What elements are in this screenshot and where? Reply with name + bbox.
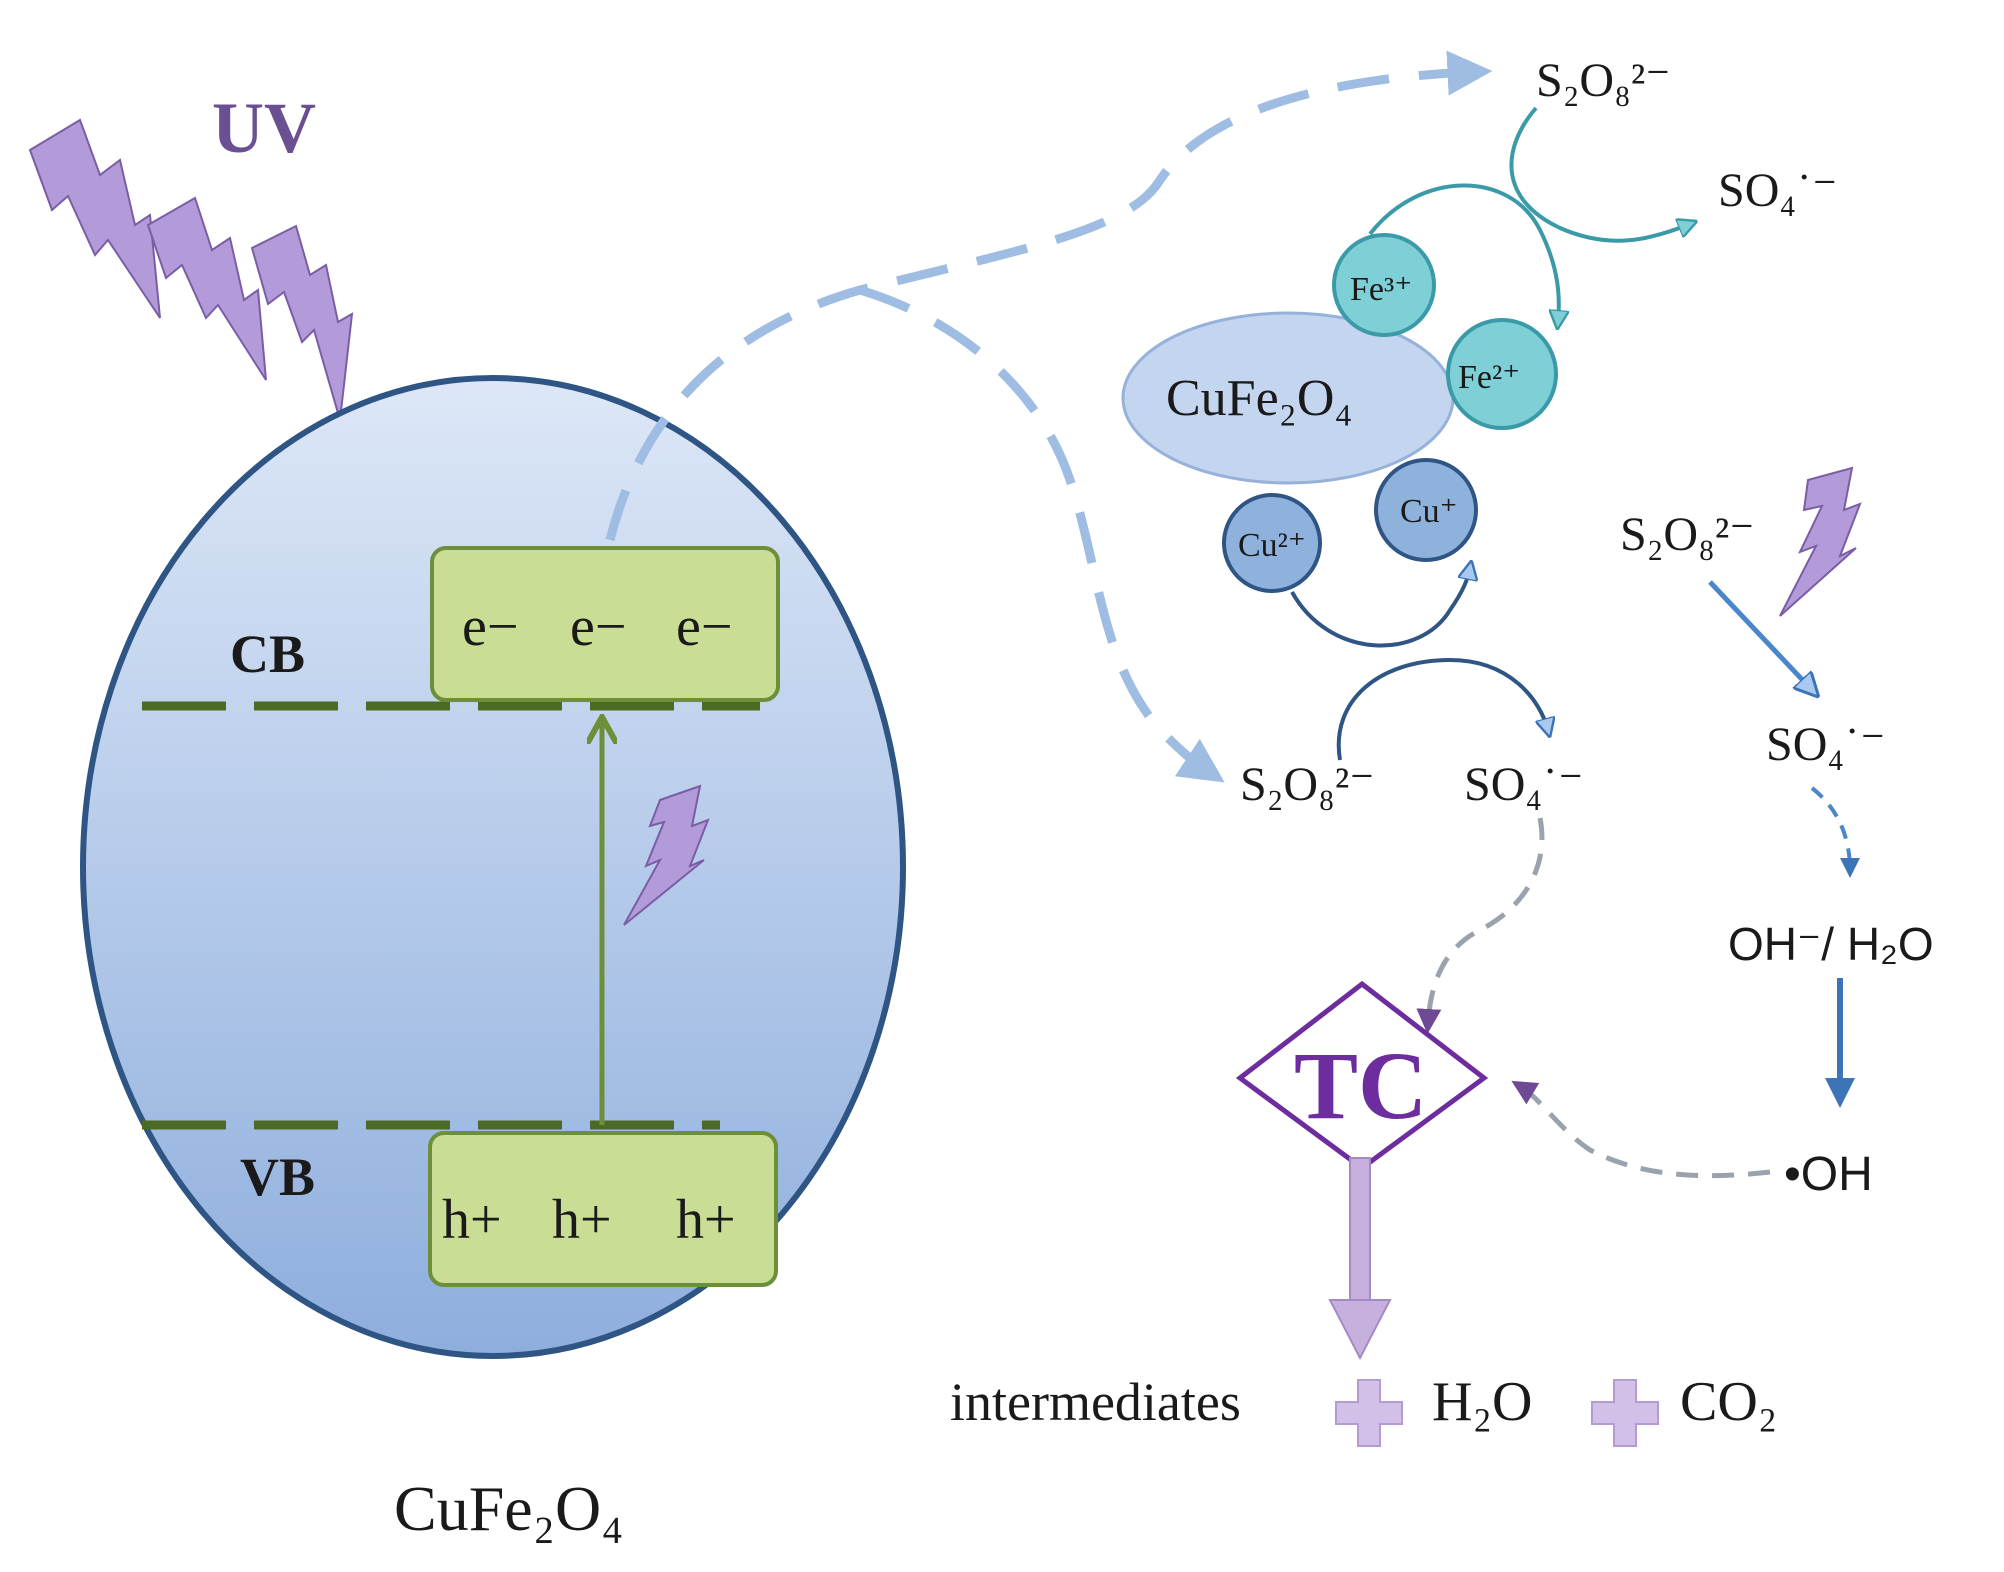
cu2-label: Cu²⁺ xyxy=(1238,527,1306,564)
oh-h2o-label: OH⁻/ H₂O xyxy=(1728,918,1934,970)
uv-lightning-group: UV xyxy=(28,88,354,421)
degradation-arrow-head xyxy=(1328,1299,1392,1361)
hole-label: h+ xyxy=(442,1189,502,1251)
degradation-arrow-shaft xyxy=(1349,1157,1371,1319)
electron-label: e− xyxy=(570,596,626,658)
electron-label: e− xyxy=(676,596,732,658)
sulfate-to-oh-arrow xyxy=(1810,786,1860,878)
co2-label: CO₂ xyxy=(1680,1371,1777,1433)
cu-cycle-arrow xyxy=(1290,568,1470,648)
cb-label: CB xyxy=(230,624,305,684)
uv-activation-arrow xyxy=(1708,580,1812,690)
electron-transfer-arrow-bottom xyxy=(858,285,1225,783)
cb-electron-box xyxy=(430,546,780,702)
lightning-icon xyxy=(28,118,161,319)
sulfate-radical-label-right: SO₄˙⁻ xyxy=(1766,718,1885,771)
persulfate-label-bottom: S₂O₈²⁻ xyxy=(1240,758,1375,811)
sulfate-radical-label-bottom: SO₄˙⁻ xyxy=(1464,758,1583,811)
fe3-label: Fe³⁺ xyxy=(1350,271,1412,308)
persulfate-to-sulfate-arrow-top xyxy=(1509,106,1690,243)
cu2-ion xyxy=(1222,493,1322,593)
cu1-label: Cu⁺ xyxy=(1400,493,1458,530)
lightning-icon xyxy=(250,224,354,421)
sulfate-radical-label-top: SO₄˙⁻ xyxy=(1718,164,1837,217)
tc-label: TC xyxy=(1294,1032,1427,1139)
intermediates-label: intermediates xyxy=(950,1372,1241,1432)
hole-label: h+ xyxy=(552,1189,612,1251)
vb-label: VB xyxy=(240,1147,315,1207)
uv-label: UV xyxy=(212,88,316,168)
sulfate-to-tc-arrow xyxy=(1416,817,1545,1034)
fe2-ion xyxy=(1446,318,1558,430)
particle-small-label: CuFe₂O₄ xyxy=(1166,370,1353,427)
lightning-icon xyxy=(146,196,267,381)
plus-icon xyxy=(1335,1379,1403,1447)
fe3-ion xyxy=(1332,233,1436,337)
plus-icon xyxy=(1591,1379,1659,1447)
fe-cycle-arrow xyxy=(1368,183,1559,322)
persulfate-label-top: S₂O₈²⁻ xyxy=(1536,54,1671,107)
h2o-label: H₂O xyxy=(1432,1371,1532,1433)
persulfate-to-sulfate-arrow-bottom xyxy=(1336,657,1548,761)
hydroxyl-radical-label: •OH xyxy=(1784,1148,1873,1201)
lightning-icon xyxy=(1779,466,1862,617)
hydroxyl-to-tc-arrow xyxy=(1511,1080,1771,1179)
electron-label: e− xyxy=(462,596,518,658)
cu1-ion xyxy=(1374,458,1478,562)
particle-main-label: CuFe₂O₄ xyxy=(394,1473,624,1544)
electron-transfer-arrow-top xyxy=(605,50,1493,542)
hole-label: h+ xyxy=(676,1189,736,1251)
vb-hole-box xyxy=(428,1131,778,1287)
persulfate-label-right: S₂O₈²⁻ xyxy=(1620,508,1755,561)
lightning-icon xyxy=(623,784,710,926)
fe2-label: Fe²⁺ xyxy=(1458,359,1520,396)
